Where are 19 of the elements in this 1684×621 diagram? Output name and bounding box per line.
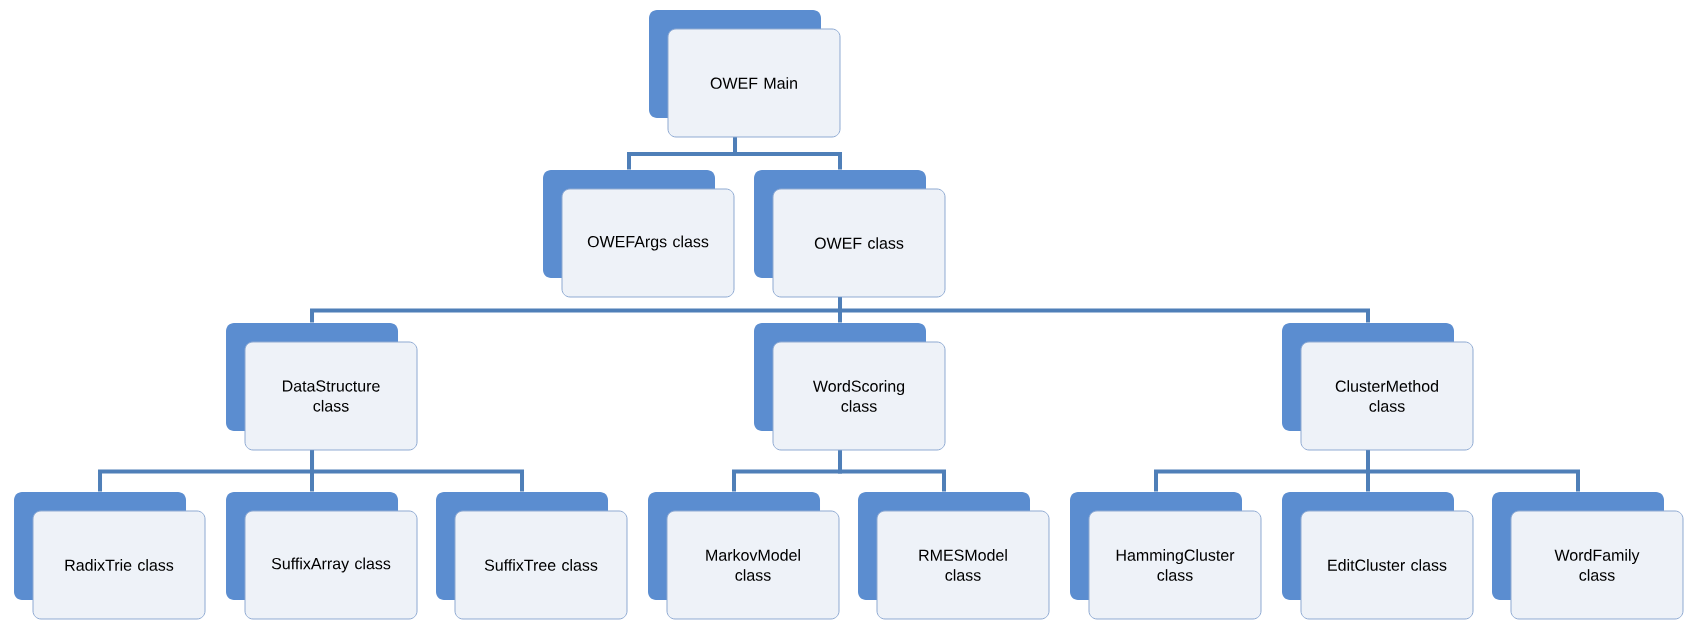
class-box: WordFamily class bbox=[1492, 492, 1684, 620]
class-box: OWEFArgs class bbox=[543, 170, 735, 298]
class-box: SuffixArray class bbox=[226, 492, 418, 620]
class-box: SuffixTree class bbox=[436, 492, 628, 620]
class-box: OWEF class bbox=[754, 170, 946, 298]
class-box: RadixTrie class bbox=[14, 492, 206, 620]
connector-line bbox=[838, 450, 946, 492]
class-box: MarkovModel class bbox=[648, 492, 840, 620]
class-box: WordScoring class bbox=[754, 323, 946, 451]
class-box: EditCluster class bbox=[1282, 492, 1474, 620]
class-box: ClusterMethod class bbox=[1282, 323, 1474, 451]
class-box: RMESModel class bbox=[858, 492, 1050, 620]
connector-line bbox=[310, 450, 524, 492]
connector-line bbox=[838, 297, 1370, 323]
class-box: HammingCluster class bbox=[1070, 492, 1262, 620]
connector-line bbox=[1366, 450, 1580, 492]
class-box: OWEF Main bbox=[649, 10, 841, 138]
connector-line bbox=[733, 137, 842, 170]
class-box: DataStructure class bbox=[226, 323, 418, 451]
